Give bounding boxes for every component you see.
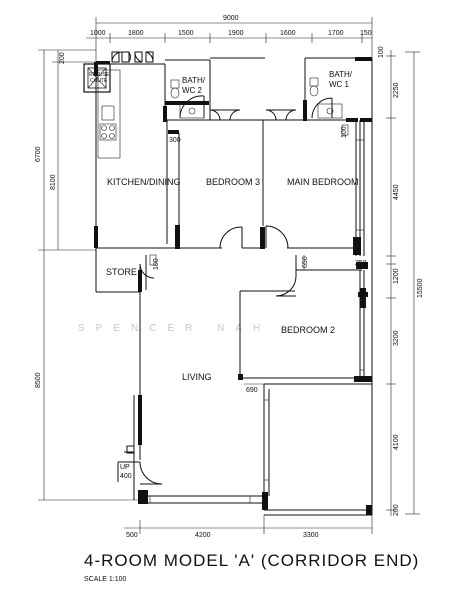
dim-left-3: 8100 <box>50 174 57 190</box>
fixtures <box>83 63 349 266</box>
doors <box>111 51 333 485</box>
dim-bottom-2: 4200 <box>195 532 211 539</box>
watermark: SPENCER NAH <box>78 323 271 334</box>
dim-top-1: 1000 <box>90 30 106 37</box>
dim-inner-100b: 100 <box>153 258 160 270</box>
dim-left-2: 6700 <box>35 146 42 162</box>
refuse-chute <box>83 63 111 93</box>
step-up-label-2: 400 <box>120 473 132 480</box>
dim-top-5: 1600 <box>280 30 296 37</box>
dim-right-5: 1200 <box>393 268 400 284</box>
dim-right-6: 3200 <box>393 330 400 346</box>
refuse-chute-label-1: REFUSE <box>89 72 110 78</box>
dim-top-6: 1700 <box>328 30 344 37</box>
dim-right-7: 4100 <box>393 434 400 450</box>
dim-top-3: 1500 <box>178 30 194 37</box>
dim-bottom-1: 500 <box>126 532 138 539</box>
inner-dimensions: 300 100 100 650 690 <box>153 126 348 394</box>
room-main-bedroom: MAIN BEDROOM <box>287 177 359 187</box>
room-living: LIVING <box>182 372 212 382</box>
dim-left-1: 200 <box>59 52 66 64</box>
dim-left-4: 8500 <box>35 372 42 388</box>
dim-inner-300: 300 <box>169 137 181 144</box>
walls <box>94 57 373 516</box>
dim-inner-650: 650 <box>302 256 309 268</box>
dim-right-overall: 15500 <box>417 278 424 298</box>
dim-top-overall: 9000 <box>223 15 239 22</box>
room-store: STORE <box>106 267 137 277</box>
room-bath-wc-2-line1: BATH/ <box>182 76 206 85</box>
dim-inner-690: 690 <box>246 387 258 394</box>
windows <box>149 139 364 503</box>
dim-top-7: 150 <box>360 30 372 37</box>
step-up-label-1: UP <box>120 464 130 471</box>
dim-inner-100a: 100 <box>341 126 348 138</box>
refuse-chute-label-2: CHUTE <box>90 78 108 84</box>
dim-bottom-3: 3300 <box>303 532 319 539</box>
plan-title: 4-ROOM MODEL 'A' (CORRIDOR END) <box>84 551 420 570</box>
room-bedroom-2: BEDROOM 2 <box>281 325 335 335</box>
room-kitchen-dining: KITCHEN/DINING <box>107 177 181 187</box>
room-bath-wc-1-line1: BATH/ <box>329 70 353 79</box>
dimension-lines: 9000 1000 1800 1500 1900 1600 1700 150 5… <box>35 15 424 539</box>
dim-right-2: 2250 <box>393 82 400 98</box>
room-labels: KITCHEN/DINING BEDROOM 3 MAIN BEDROOM ST… <box>89 70 359 480</box>
dim-right-3: 4450 <box>393 184 400 200</box>
dim-right-8: 200 <box>393 504 400 516</box>
room-bath-wc-1-line2: WC 1 <box>329 80 350 89</box>
dim-right-1: 100 <box>378 46 385 58</box>
plan-scale: SCALE 1:100 <box>84 576 127 583</box>
dim-top-4: 1900 <box>228 30 244 37</box>
room-bath-wc-2-line2: WC 2 <box>182 86 203 95</box>
dim-top-2: 1800 <box>128 30 144 37</box>
room-bedroom-3: BEDROOM 3 <box>206 177 260 187</box>
